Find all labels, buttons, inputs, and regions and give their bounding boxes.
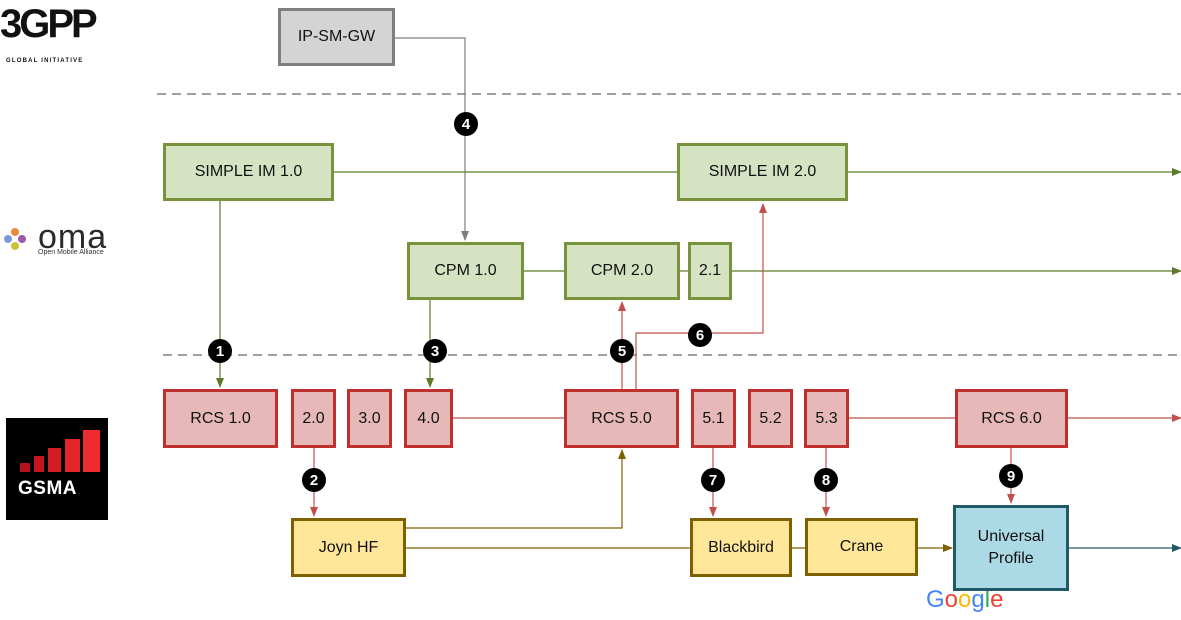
rcs-5-box: RCS 5.0: [564, 389, 679, 448]
connector-joyn-rcs5: [406, 449, 626, 529]
google-letter: o: [958, 586, 972, 613]
crane-box: Crane: [805, 518, 918, 576]
simple-im-2-box: SIMPLE IM 2.0: [677, 143, 848, 201]
step-badge-9: 9: [999, 464, 1023, 488]
3gpp-logo-wordmark: 3GPP: [0, 2, 98, 46]
oma-logo: oma Open Mobile Alliance: [2, 220, 120, 260]
google-letter: g: [971, 586, 985, 613]
3gpp-logo: 3GPP GLOBAL INITIATIVE: [0, 4, 112, 68]
google-logo: Google: [926, 586, 1003, 614]
3gpp-logo-tagline: GLOBAL INITIATIVE: [6, 58, 84, 64]
oma-ring-icon: [2, 226, 32, 252]
step-badge-2: 2: [302, 468, 326, 492]
blackbird-box: Blackbird: [690, 518, 792, 577]
rcs-5-3-box: 5.3: [804, 389, 849, 448]
cpm-2-box: CPM 2.0: [564, 242, 680, 300]
rcs-2-box: 2.0: [291, 389, 336, 448]
step-badge-1: 1: [208, 339, 232, 363]
universal-profile-box: Universal Profile: [953, 505, 1069, 591]
ip-sm-gw-box: IP-SM-GW: [278, 8, 395, 66]
rcs-1-box: RCS 1.0: [163, 389, 278, 448]
gsma-logo: GSMA: [6, 418, 108, 520]
step-badge-3: 3: [423, 339, 447, 363]
simple-im-1-box: SIMPLE IM 1.0: [163, 143, 334, 201]
joyn-hf-box: Joyn HF: [291, 518, 406, 577]
cpm-2-1-box: 2.1: [688, 242, 732, 300]
step-badge-4: 4: [454, 112, 478, 136]
gsma-logo-wordmark: GSMA: [18, 478, 77, 499]
google-letter: o: [944, 586, 959, 613]
step-badge-7: 7: [701, 468, 725, 492]
connector-ipsmgw-cpm1: [395, 37, 469, 241]
rcs-3-box: 3.0: [347, 389, 392, 448]
rcs-5-2-box: 5.2: [748, 389, 793, 448]
rcs-5-1-box: 5.1: [691, 389, 736, 448]
google-letter: G: [926, 586, 945, 613]
rcs-4-box: 4.0: [404, 389, 453, 448]
step-badge-6: 6: [688, 323, 712, 347]
step-badge-8: 8: [814, 468, 838, 492]
cpm-1-box: CPM 1.0: [407, 242, 524, 300]
step-badge-5: 5: [610, 339, 634, 363]
google-letter: e: [990, 586, 1004, 613]
rcs-6-box: RCS 6.0: [955, 389, 1068, 448]
oma-logo-wordmark: oma: [38, 218, 108, 256]
google-letter: l: [984, 586, 991, 613]
oma-logo-tagline: Open Mobile Alliance: [38, 249, 104, 256]
